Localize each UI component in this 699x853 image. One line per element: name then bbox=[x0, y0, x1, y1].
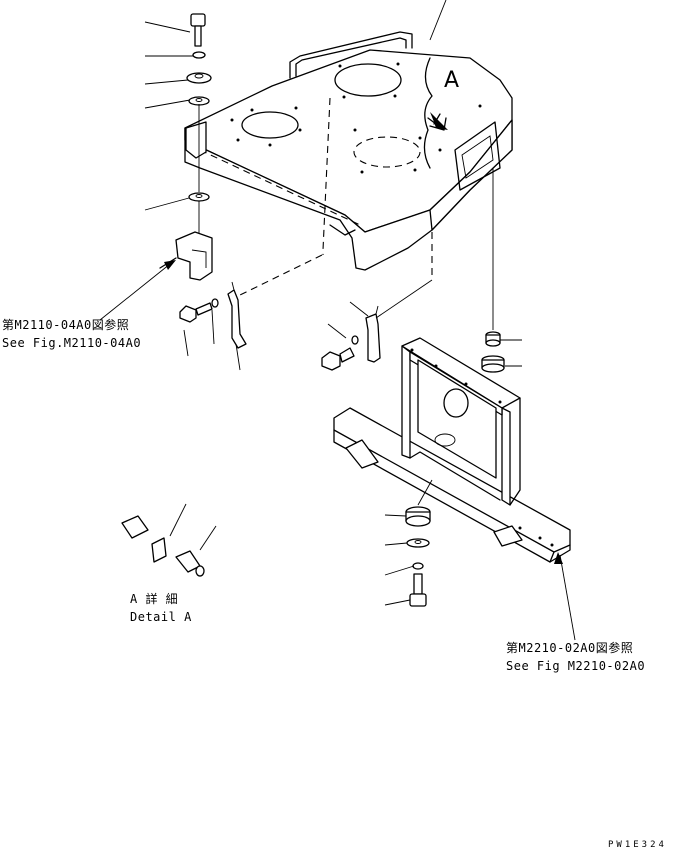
leader-lines bbox=[99, 0, 576, 641]
view-arrow-icon bbox=[430, 112, 448, 130]
ref-arrow-upper-icon bbox=[164, 260, 176, 270]
middle-bolt-group bbox=[321, 305, 381, 371]
lower-mount-stack bbox=[405, 506, 431, 607]
right-mount-stack bbox=[481, 168, 505, 373]
ref-lower-jp: 第M2210-02A0図参照 bbox=[506, 641, 634, 655]
left-bolt-group bbox=[179, 281, 247, 349]
drawing-code: PW1E324 bbox=[608, 840, 667, 850]
view-marker-label: A bbox=[444, 68, 460, 93]
detail-a bbox=[121, 515, 205, 577]
ref-lower-en: See Fig M2210-02A0 bbox=[506, 659, 646, 673]
detail-a-jp: A 詳 細 bbox=[130, 592, 179, 606]
lower-frame bbox=[333, 337, 571, 563]
ref-upper-en: See Fig.M2110-04A0 bbox=[2, 336, 142, 350]
floor-cover bbox=[184, 31, 513, 271]
ref-upper-jp: 第M2110-04A0図参照 bbox=[2, 318, 130, 332]
detail-a-en: Detail A bbox=[130, 610, 192, 624]
ref-arrow-lower-icon bbox=[554, 552, 563, 564]
upper-mount-stack bbox=[159, 13, 213, 281]
